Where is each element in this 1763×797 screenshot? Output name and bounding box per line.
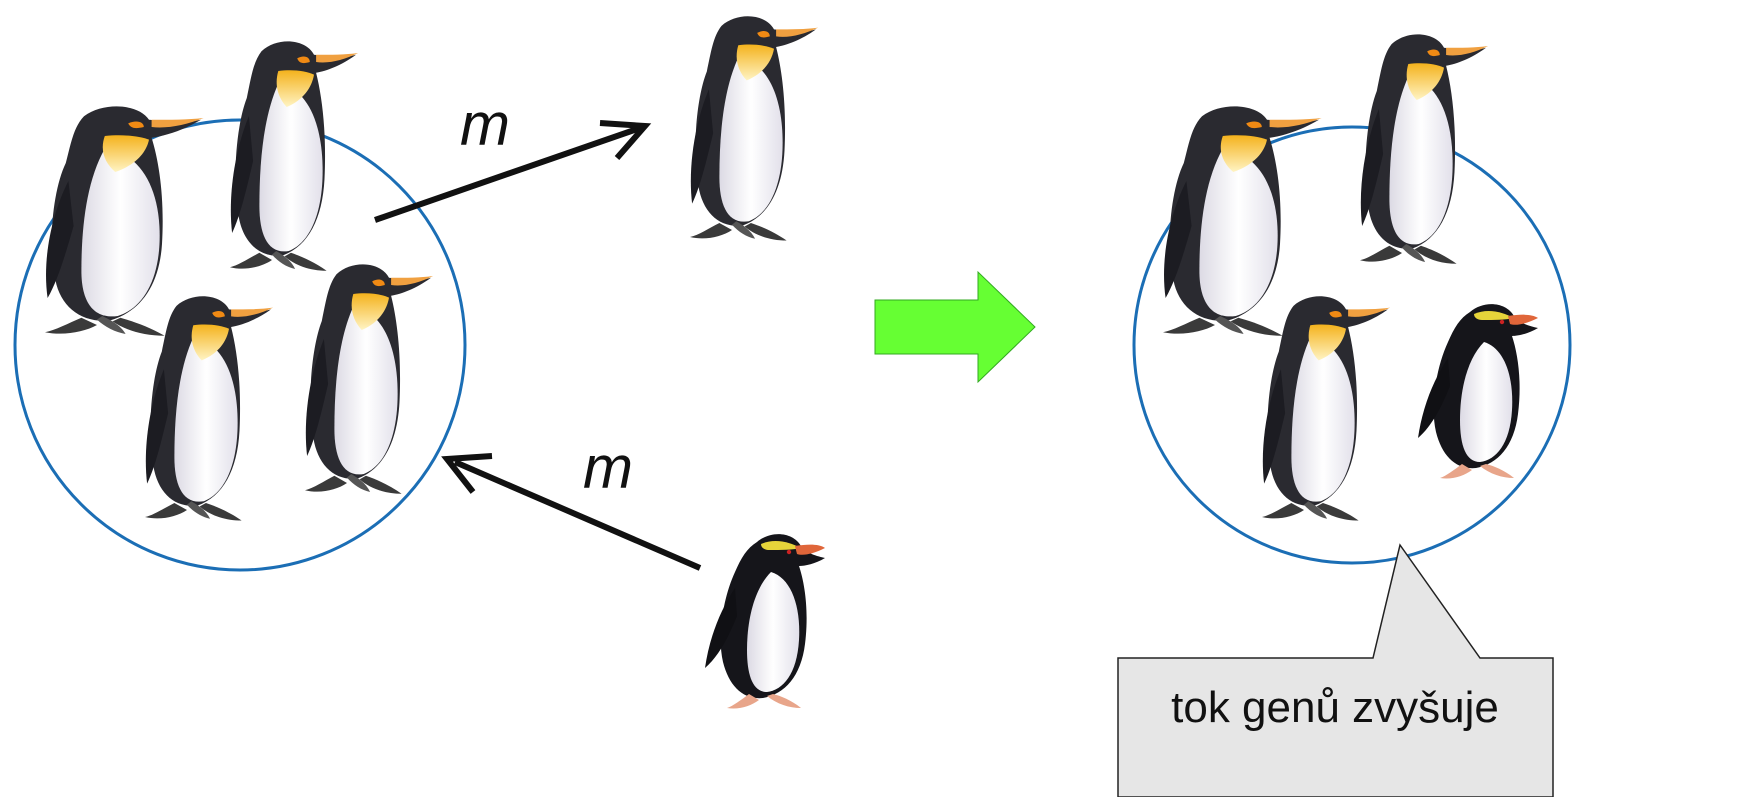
population-circle-left (13, 118, 467, 572)
emperor-penguin-icon (145, 296, 274, 521)
emperor-penguin-icon (1163, 106, 1322, 336)
emperor-penguin-icon (690, 16, 819, 241)
migration-in-label: m (583, 434, 633, 501)
source-population (13, 41, 467, 572)
result-arrow (874, 270, 1036, 384)
emperor-penguin-icon (1360, 34, 1489, 264)
rockhopper-penguin-icon (705, 534, 825, 709)
emperor-penguin-icon (45, 106, 204, 336)
callout-text: tok genů zvyšuje (1171, 683, 1499, 732)
migration-out-arrow (374, 120, 652, 223)
emperor-penguin-icon (305, 264, 434, 494)
population-circle-right (1132, 125, 1572, 565)
emperor-penguin-icon (1262, 296, 1391, 521)
migration-out-label: m (460, 91, 510, 158)
rockhopper-penguin-icon (1418, 304, 1538, 479)
callout-bubble (1117, 543, 1554, 797)
emperor-penguin-icon (230, 41, 359, 271)
resulting-population (1132, 34, 1572, 565)
migration-in-arrow (441, 453, 702, 571)
callout: tok genů zvyšuje (1117, 543, 1554, 797)
